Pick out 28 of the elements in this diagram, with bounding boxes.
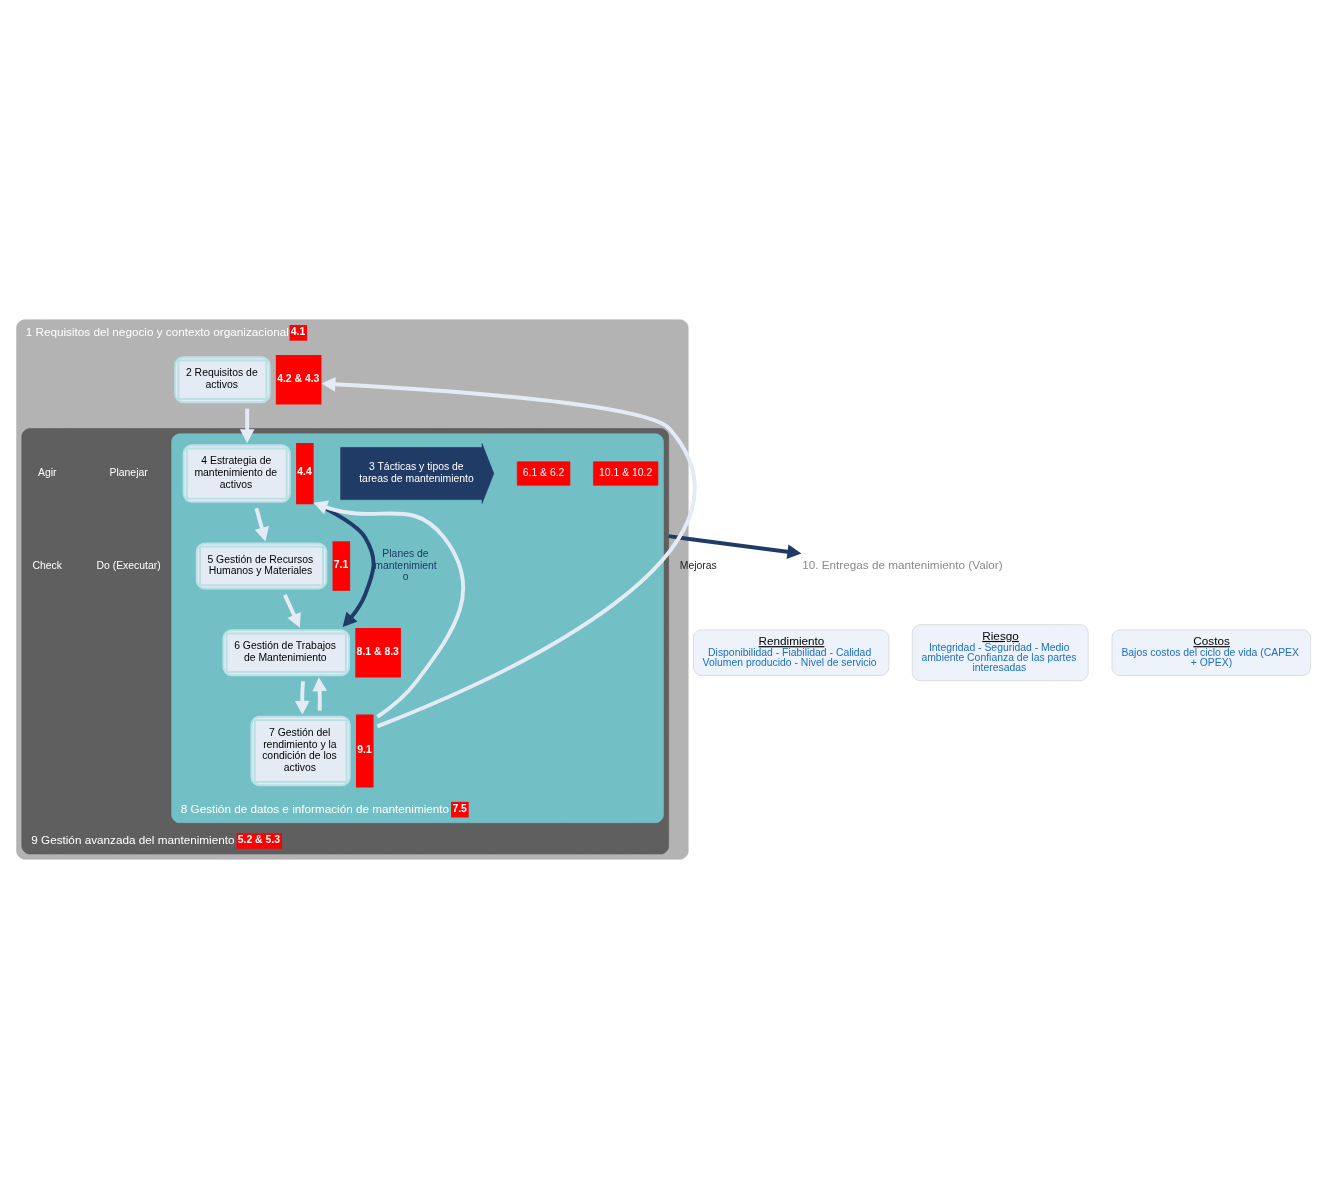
label: Planejar bbox=[109, 466, 148, 478]
arrow bbox=[312, 676, 327, 711]
arrow bbox=[321, 376, 697, 728]
arrow bbox=[294, 680, 310, 715]
node-label: 4.2 & 4.3 bbox=[277, 372, 320, 384]
label: Agir bbox=[37, 466, 57, 478]
node-label: 5.2 & 5.3 bbox=[237, 833, 280, 845]
node-label: 8.1 & 8.3 bbox=[356, 645, 399, 657]
node-label: 4.4 bbox=[297, 465, 312, 477]
label: Do (Executar) bbox=[96, 559, 161, 571]
node-box: Rendimiento Disponibilidad - Fiabilidad - Calidad Volumen producido - Nivel de servicio bbox=[693, 629, 890, 676]
node-box: Riesgo Integridad - Seguridad - Medio ambiente Confianza de las partes interesadas bbox=[911, 623, 1089, 681]
node-text: 10. Entregas de mantenimiento (Valor) bbox=[802, 557, 1003, 571]
label: 6.1 & 6.2 bbox=[522, 466, 565, 478]
label: 10.1 & 10.2 bbox=[599, 466, 653, 478]
edge-label: Planes de mantenimient o bbox=[374, 547, 437, 582]
node-label: 7.1 bbox=[333, 558, 349, 570]
node-label: 4.1 bbox=[290, 325, 306, 337]
arrow bbox=[239, 408, 255, 443]
arrow bbox=[313, 500, 466, 719]
node-label: 9.1 bbox=[357, 743, 372, 755]
label: Check bbox=[32, 559, 62, 571]
arrow bbox=[668, 533, 802, 559]
node-label: 7.5 bbox=[452, 802, 467, 813]
arrow bbox=[254, 507, 269, 541]
node-box: Costos Bajos costos del ciclo de vida (CAPEX + OPEX) bbox=[1111, 629, 1311, 676]
arrow bbox=[283, 593, 301, 628]
edge-label: Mejoras bbox=[679, 559, 717, 571]
